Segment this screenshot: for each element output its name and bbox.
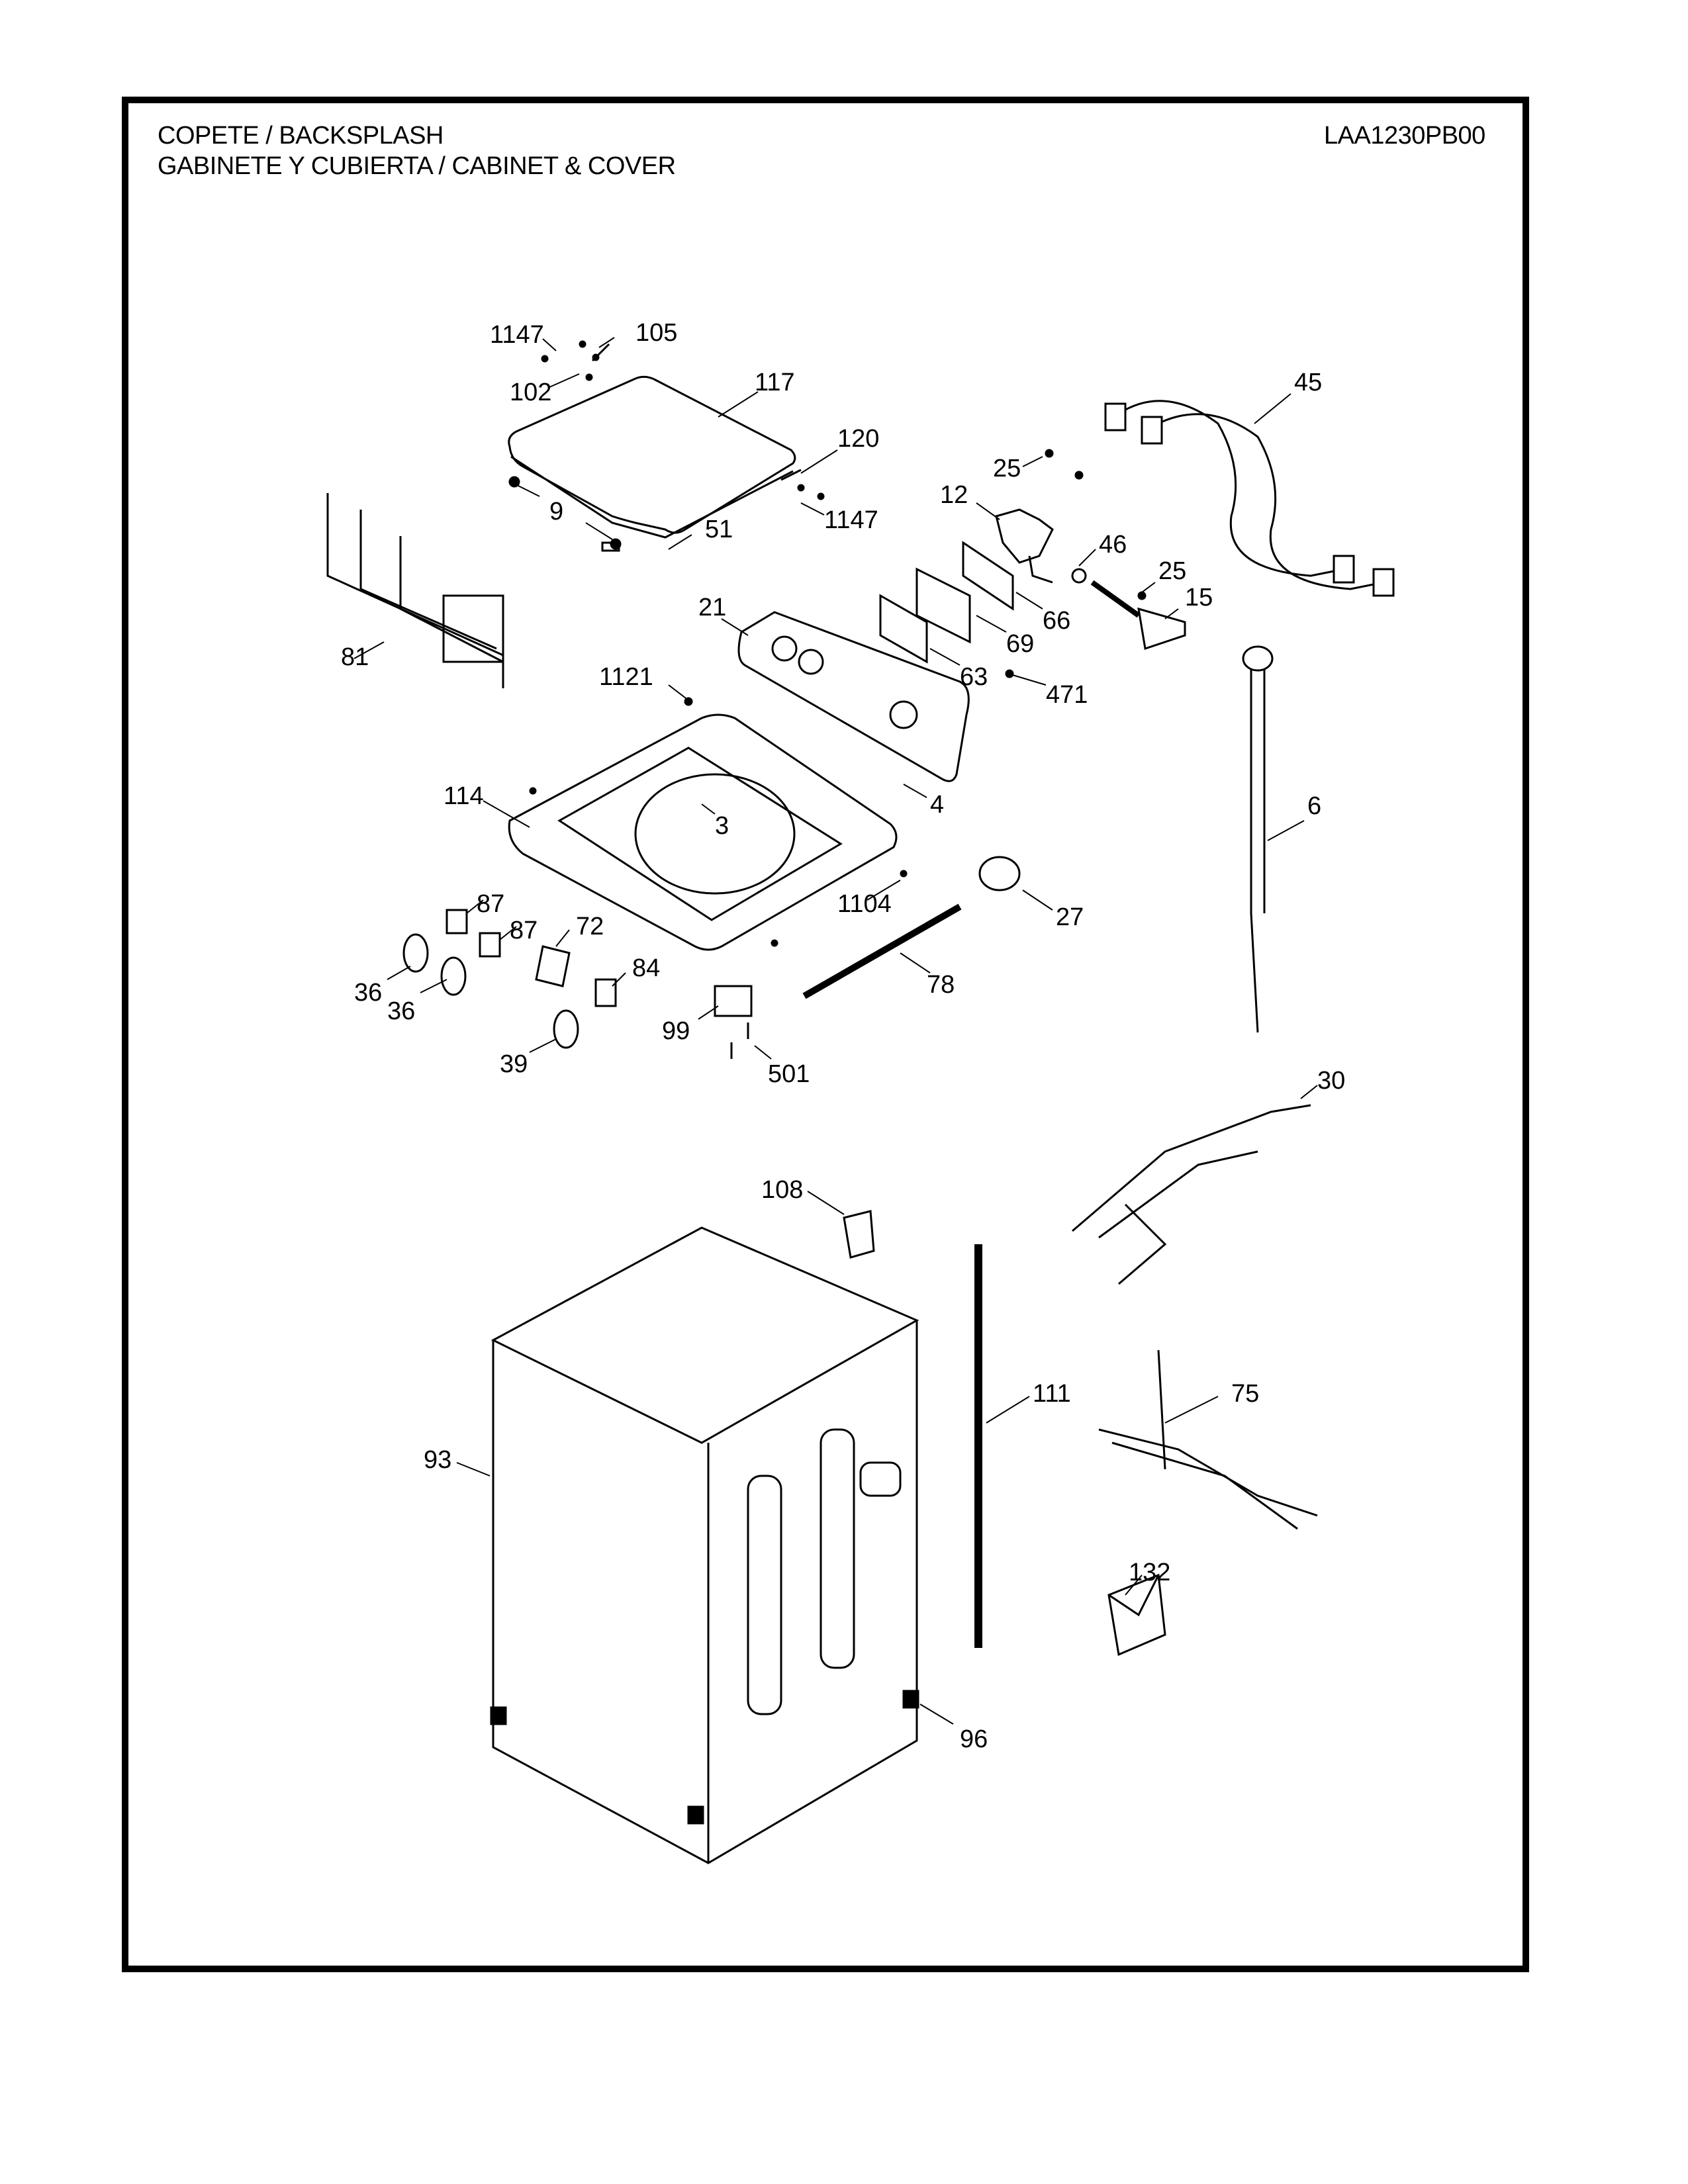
callout-111: 111 [1033, 1380, 1071, 1408]
part-93-cabinet[interactable] [491, 1226, 919, 1864]
callout-21: 21 [698, 594, 726, 621]
part-87a-switch[interactable] [445, 909, 468, 934]
callout-4: 4 [930, 791, 944, 819]
callout-99: 99 [662, 1017, 690, 1045]
callout-30: 30 [1317, 1067, 1345, 1095]
callout-87: 87 [510, 917, 538, 944]
part-117-lid[interactable] [508, 375, 796, 539]
part-75-harness[interactable] [1098, 1349, 1318, 1530]
callout-132: 132 [1129, 1559, 1170, 1586]
callout-117: 117 [755, 369, 795, 396]
callout-108: 108 [761, 1176, 803, 1204]
callout-120: 120 [837, 425, 879, 453]
part-labels: 1147 105 102 117 120 1147 9 51 45 25 12 … [341, 319, 1345, 1753]
part-99-lid-switch[interactable] [714, 985, 753, 1017]
callout-45: 45 [1294, 369, 1322, 396]
part-81-harness[interactable] [326, 493, 504, 688]
part-36b-knob[interactable] [440, 956, 467, 996]
callout-501: 501 [768, 1060, 810, 1088]
part-36a-knob[interactable] [402, 933, 429, 973]
callout-1121: 1121 [599, 663, 653, 691]
part-46-clamp [1071, 568, 1087, 584]
callout-3: 3 [715, 812, 729, 840]
callout-25: 25 [1158, 557, 1186, 585]
part-96-feet[interactable] [490, 1690, 919, 1825]
part-45-hoses[interactable] [1104, 400, 1395, 597]
part-105-actuator [591, 343, 610, 362]
part-114-top-cover[interactable] [508, 713, 898, 951]
callout-36: 36 [387, 997, 415, 1025]
part-66-bracket[interactable] [962, 541, 1014, 611]
part-72-selector[interactable] [535, 945, 571, 987]
model-number: LAA1230PB00 [1324, 122, 1485, 150]
callout-87: 87 [477, 890, 504, 918]
part-15-nozzle[interactable] [1090, 580, 1186, 650]
part-501-screws [730, 1023, 749, 1059]
part-6-pressure-tube[interactable] [1242, 645, 1274, 1033]
callout-66: 66 [1043, 607, 1070, 635]
part-120-pin [780, 469, 802, 481]
part-30-harness[interactable] [1072, 1104, 1311, 1285]
part-87b-switch[interactable] [479, 932, 501, 958]
callout-51: 51 [705, 516, 733, 543]
callout-63: 63 [960, 663, 988, 691]
callout-25: 25 [993, 455, 1021, 482]
callout-39: 39 [500, 1050, 528, 1078]
section-subtitle: GABINETE Y CUBIERTA / CABINET & COVER [158, 152, 676, 180]
part-78-cable-guide[interactable] [802, 903, 962, 999]
part-108-bracket[interactable] [843, 1210, 875, 1259]
callout-72: 72 [576, 913, 604, 940]
callout-102: 102 [510, 379, 551, 406]
callout-46: 46 [1099, 531, 1127, 559]
callout-27: 27 [1056, 903, 1084, 931]
callout-96: 96 [960, 1725, 988, 1753]
callout-69: 69 [1006, 630, 1034, 658]
part-12-water-valve[interactable] [995, 508, 1054, 584]
part-132-literature[interactable] [1107, 1573, 1166, 1657]
callout-75: 75 [1231, 1380, 1259, 1408]
part-21-control-panel[interactable] [737, 611, 970, 782]
leader-lines [353, 337, 1318, 1725]
callout-78: 78 [927, 971, 955, 999]
callout-84: 84 [632, 954, 660, 982]
callout-1147: 1147 [824, 506, 878, 534]
callout-114: 114 [444, 782, 484, 810]
callout-471: 471 [1046, 681, 1088, 709]
callout-93: 93 [424, 1446, 451, 1474]
callout-12: 12 [940, 481, 968, 509]
callout-1104: 1104 [837, 890, 892, 918]
part-69-board[interactable] [915, 567, 971, 644]
callout-15: 15 [1185, 584, 1213, 612]
callout-6: 6 [1307, 792, 1321, 820]
section-title: COPETE / BACKSPLASH [158, 122, 444, 150]
part-51-hinge [601, 541, 620, 552]
drawing-border [122, 97, 1529, 1972]
part-84-switch[interactable] [594, 978, 617, 1007]
part-27-pressure-switch[interactable] [978, 856, 1021, 891]
part-63-display[interactable] [879, 594, 928, 664]
callout-36: 36 [354, 979, 382, 1007]
callout-81: 81 [341, 643, 369, 671]
callout-9: 9 [549, 498, 563, 525]
callout-105: 105 [635, 319, 677, 347]
part-39-knob[interactable] [553, 1009, 579, 1049]
callout-1147: 1147 [490, 321, 544, 349]
